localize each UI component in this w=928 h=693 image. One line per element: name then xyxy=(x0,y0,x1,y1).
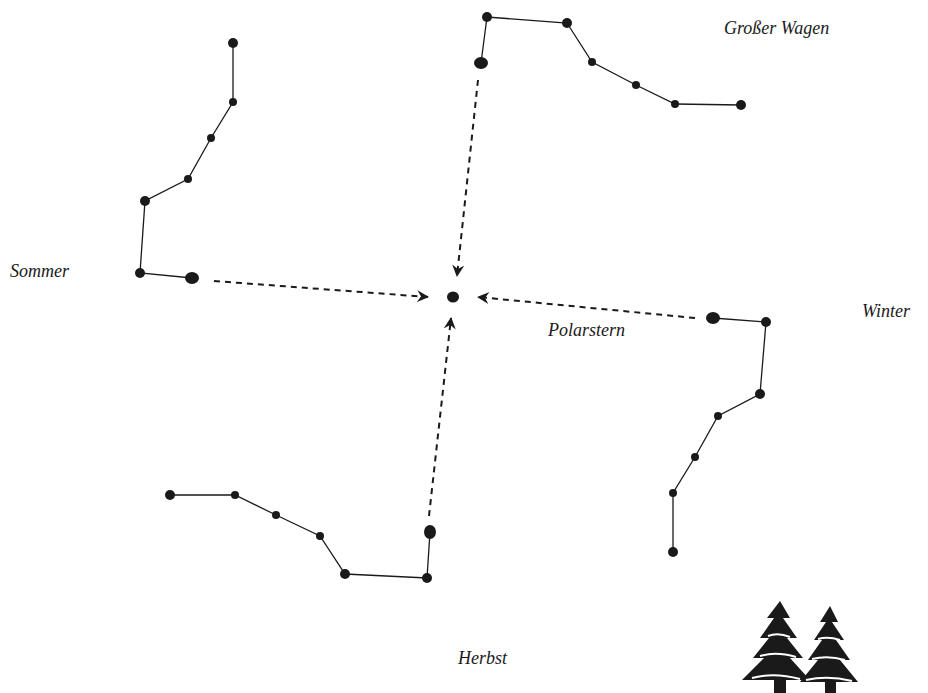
star-label: Polarstern xyxy=(548,320,625,342)
season-label: Herbst xyxy=(458,648,507,670)
polaris-star xyxy=(447,292,459,303)
fir-trees xyxy=(742,601,858,693)
stars xyxy=(135,12,771,583)
constellation-lines xyxy=(140,17,766,578)
season-label: Winter xyxy=(862,301,910,323)
season-label: Sommer xyxy=(10,261,69,283)
constellation-label: Großer Wagen xyxy=(724,18,829,40)
pointer-arrows xyxy=(214,80,695,516)
